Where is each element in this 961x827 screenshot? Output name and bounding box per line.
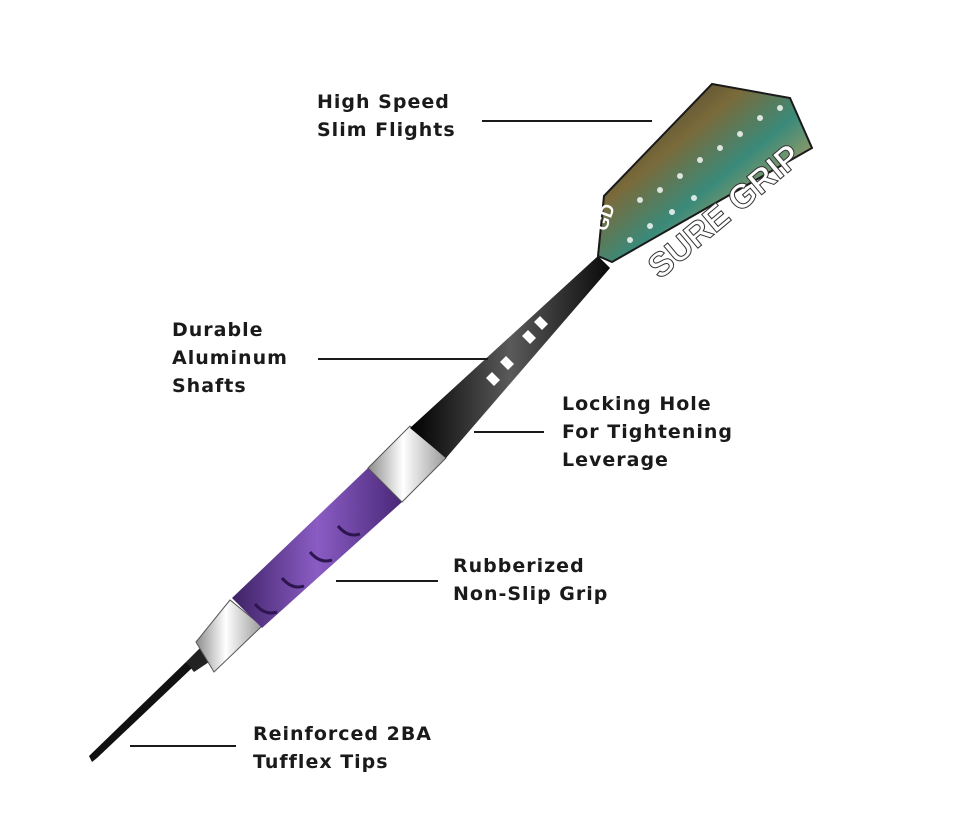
leader-line-tips: [130, 745, 236, 747]
callout-grip-line-1: Rubberized: [453, 555, 585, 577]
callout-grip-line-2: Non-Slip Grip: [453, 583, 609, 605]
callout-locking-hole: Locking Hole For Tightening Leverage: [562, 390, 733, 474]
callout-shafts-line-3: Shafts: [172, 375, 247, 397]
callout-tips-line-2: Tufflex Tips: [253, 751, 389, 773]
callout-tips: Reinforced 2BA Tufflex Tips: [253, 720, 432, 776]
rubberized-grip: [232, 468, 402, 628]
callout-tips-line-1: Reinforced 2BA: [253, 723, 433, 745]
leader-line-shafts: [318, 358, 488, 360]
callout-shafts-line-2: Aluminum: [172, 347, 288, 369]
callout-flights-line-1: High Speed: [317, 91, 450, 113]
slim-flight: SURE GRIP GD: [591, 82, 814, 287]
aluminum-shaft: [410, 256, 610, 458]
callout-flights: High Speed Slim Flights: [317, 88, 456, 144]
callout-locking-hole-line-2: For Tightening: [562, 421, 733, 443]
leader-line-flights: [482, 120, 652, 122]
callout-shafts: Durable Aluminum Shafts: [172, 316, 288, 400]
callout-locking-hole-line-3: Leverage: [562, 449, 669, 471]
dart-barrel: [195, 425, 447, 673]
callout-grip: Rubberized Non-Slip Grip: [453, 552, 608, 608]
callout-locking-hole-line-1: Locking Hole: [562, 393, 712, 415]
leader-line-grip: [336, 580, 438, 582]
leader-line-locking-hole: [474, 431, 544, 433]
callout-flights-line-2: Slim Flights: [317, 119, 456, 141]
callout-shafts-line-1: Durable: [172, 319, 264, 341]
